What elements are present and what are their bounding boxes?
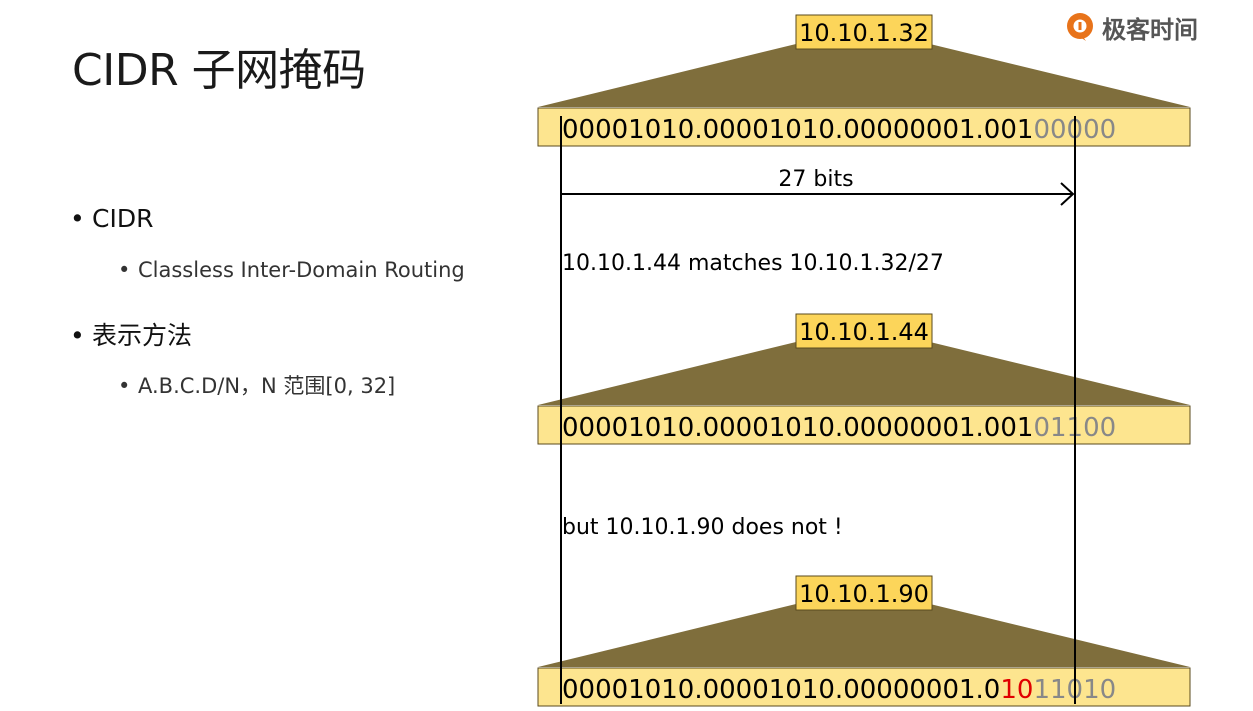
address-block-2: 10.10.1.44 00001010.00001010.00000001.00… bbox=[537, 313, 1191, 445]
prefix-label: 27 bits bbox=[778, 167, 853, 192]
binary-network-1: 00001010.00001010.00000001.001 bbox=[562, 115, 1033, 145]
binary-box-3 bbox=[537, 667, 1191, 707]
address-block-3: 10.10.1.90 00001010.00001010.00000001.01… bbox=[537, 575, 1191, 707]
arrow-head-icon bbox=[1060, 182, 1075, 206]
address-label-box-1 bbox=[795, 14, 933, 50]
bullet-notation: •表示方法 bbox=[70, 321, 193, 350]
binary-network-3: 00001010.00001010.00000001.0 bbox=[562, 675, 1000, 705]
address-label-2: 10.10.1.44 bbox=[799, 318, 929, 346]
sub-bullet-notation: •A.B.C.D/N，N 范围[0, 32] bbox=[118, 374, 396, 398]
sub-bullet-cidr-text: Classless Inter-Domain Routing bbox=[138, 258, 465, 282]
wedge-2 bbox=[538, 342, 1190, 405]
binary-box-2 bbox=[537, 405, 1191, 445]
wedge-3 bbox=[538, 604, 1190, 667]
geekbang-logo-icon bbox=[1067, 13, 1093, 41]
binary-diff-3: 10 bbox=[1000, 675, 1033, 705]
logo-text: 极客时间 bbox=[1102, 15, 1198, 44]
address-label-3: 10.10.1.90 bbox=[799, 580, 929, 608]
bullet-notation-text: 表示方法 bbox=[92, 321, 193, 350]
prefix-arrow: 27 bits bbox=[561, 167, 1075, 206]
sub-bullet-notation-text: A.B.C.D/N，N 范围[0, 32] bbox=[138, 374, 396, 398]
binary-text-1: 00001010.00001010.00000001.00100000 bbox=[562, 115, 1116, 145]
address-label-box-3 bbox=[795, 575, 933, 611]
binary-text-2: 00001010.00001010.00000001.00101100 bbox=[562, 413, 1116, 443]
match-text: 10.10.1.44 matches 10.10.1.32/27 bbox=[562, 251, 944, 276]
page-title: CIDR 子网掩码 bbox=[72, 45, 366, 96]
bullet-cidr-text: CIDR bbox=[92, 204, 154, 233]
binary-network-2: 00001010.00001010.00000001.001 bbox=[562, 413, 1033, 443]
address-label-1: 10.10.1.32 bbox=[799, 19, 929, 47]
sub-bullet-cidr: •Classless Inter-Domain Routing bbox=[118, 258, 465, 282]
address-label-box-2 bbox=[795, 313, 933, 349]
binary-box-1 bbox=[537, 107, 1191, 147]
nomatch-text: but 10.10.1.90 does not ! bbox=[562, 515, 843, 540]
logo: 极客时间 bbox=[1064, 10, 1198, 44]
bullet-cidr: •CIDR bbox=[70, 204, 154, 233]
address-block-1: 10.10.1.32 00001010.00001010.00000001.00… bbox=[537, 14, 1191, 147]
binary-text-3: 00001010.00001010.00000001.01011010 bbox=[562, 675, 1116, 705]
wedge-1 bbox=[538, 44, 1190, 107]
